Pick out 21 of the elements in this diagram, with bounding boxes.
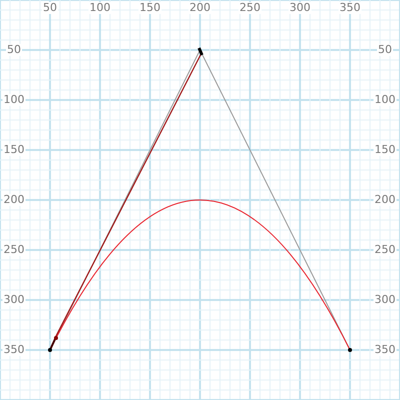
axis-tick-label: 50 — [377, 44, 393, 56]
axis-tick-label: 50 — [6, 44, 22, 56]
axis-tick-label: 100 — [374, 94, 396, 106]
axis-tick-label: 250 — [238, 2, 262, 14]
axis-tick-label: 100 — [88, 2, 112, 14]
axis-tick-label: 100 — [2, 94, 26, 106]
axis-tick-label: 250 — [2, 244, 26, 256]
axis-tick-label: 300 — [2, 294, 26, 306]
axis-tick-label: 200 — [374, 194, 396, 206]
axis-tick-label: 200 — [188, 2, 212, 14]
axis-tick-label: 50 — [42, 2, 58, 14]
axis-tick-label: 200 — [2, 194, 26, 206]
axis-tick-label: 250 — [374, 244, 396, 256]
axis-tick-label: 150 — [374, 144, 396, 156]
axis-tick-label: 150 — [2, 144, 26, 156]
axis-tick-label: 150 — [138, 2, 162, 14]
axis-tick-label: 350 — [2, 344, 26, 356]
axis-tick-label: 350 — [374, 344, 396, 356]
axis-tick-label: 300 — [374, 294, 396, 306]
axis-tick-label: 300 — [288, 2, 312, 14]
axis-tick-label: 350 — [338, 2, 362, 14]
